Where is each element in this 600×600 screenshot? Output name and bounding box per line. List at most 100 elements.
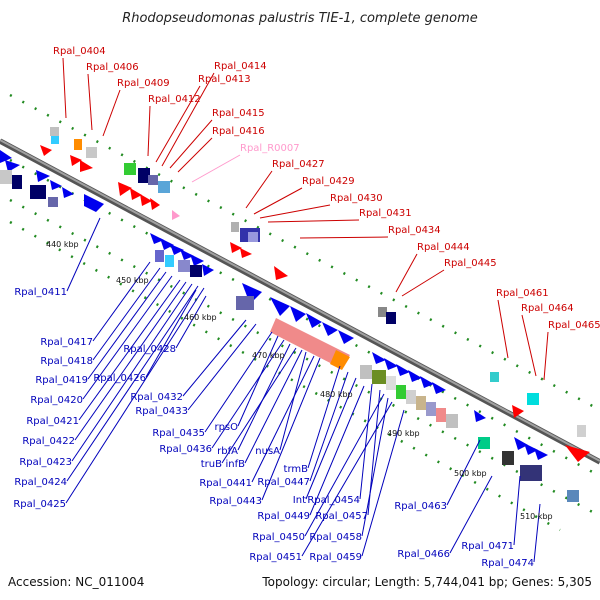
gene-arrow — [5, 160, 20, 172]
gene-label-rpal-0443[interactable]: Rpal_0443 — [209, 496, 262, 507]
leader-line-rpal-0427 — [245, 170, 273, 209]
gene-label-rpal-0411[interactable]: Rpal_0411 — [14, 287, 67, 298]
gene-box — [520, 465, 542, 481]
gene-box — [527, 393, 539, 405]
gene-label-rpal-0451[interactable]: Rpal_0451 — [249, 552, 302, 563]
gene-label-rpal-0425[interactable]: Rpal_0425 — [13, 499, 66, 510]
gene-box — [124, 163, 136, 175]
gene-arrow — [140, 194, 152, 206]
gene-label-rpal-0414[interactable]: Rpal_0414 — [214, 61, 267, 72]
gene-label-rpal-0434[interactable]: Rpal_0434 — [388, 225, 441, 236]
gene-label-rpal-0421[interactable]: Rpal_0421 — [26, 416, 79, 427]
gene-label-trub[interactable]: truB — [201, 459, 222, 470]
gene-label-rpal-0433[interactable]: Rpal_0433 — [135, 406, 188, 417]
gene-arrow — [80, 160, 93, 172]
genome-summary-text: Topology: circular; Length: 5,744,041 bp… — [261, 575, 592, 589]
gene-label-nusa[interactable]: nusA — [255, 446, 280, 457]
gene-label-rpal-0416[interactable]: Rpal_0416 — [212, 126, 265, 137]
leader-line-rpal-0430 — [259, 204, 331, 219]
gene-label-rpal-0409[interactable]: Rpal_0409 — [117, 78, 170, 89]
gene-box — [178, 260, 190, 272]
leader-line-rpal-0435 — [204, 331, 273, 433]
gene-label-rpal-0461[interactable]: Rpal_0461 — [496, 288, 549, 299]
gene-label-rpal-r0007[interactable]: Rpal_R0007 — [240, 143, 300, 154]
leader-line-rpal-0451 — [301, 401, 393, 557]
gene-box — [478, 437, 490, 449]
leader-line-rpal-0415 — [169, 119, 213, 169]
leader-line-rpal-0441 — [251, 355, 315, 483]
gene-label-rpal-0441[interactable]: Rpal_0441 — [199, 478, 252, 489]
gene-label-rpal-0420[interactable]: Rpal_0420 — [30, 395, 83, 406]
gene-arrow — [408, 370, 422, 382]
gene-arrow — [150, 198, 160, 210]
leader-line-rpal-0459 — [361, 409, 405, 557]
kbp-label-490-kbp: 490 kbp — [387, 429, 420, 438]
gene-box — [158, 181, 170, 193]
gene-label-rpal-0436[interactable]: Rpal_0436 — [159, 444, 212, 455]
gene-label-rpal-0423[interactable]: Rpal_0423 — [19, 457, 72, 468]
gene-label-rpal-0465[interactable]: Rpal_0465 — [548, 320, 600, 331]
gene-label-rpal-0431[interactable]: Rpal_0431 — [359, 208, 412, 219]
gene-label-rpal-0418[interactable]: Rpal_0418 — [40, 356, 93, 367]
gene-label-rpal-0413[interactable]: Rpal_0413 — [198, 74, 251, 85]
gene-box — [190, 265, 202, 277]
gene-label-rpal-0432[interactable]: Rpal_0432 — [130, 392, 183, 403]
gene-label-rpal-0463[interactable]: Rpal_0463 — [394, 501, 447, 512]
gene-arrow — [0, 150, 12, 163]
gene-arrow — [512, 405, 524, 418]
gene-label-rpal-0404[interactable]: Rpal_0404 — [53, 46, 106, 57]
gene-box — [86, 147, 97, 158]
gene-label-rpal-0435[interactable]: Rpal_0435 — [152, 428, 205, 439]
gene-arrow — [474, 410, 486, 422]
gene-label-rpal-0464[interactable]: Rpal_0464 — [521, 303, 574, 314]
gene-arrow — [514, 437, 528, 450]
gene-label-rpal-0428[interactable]: Rpal_0428 — [123, 344, 176, 355]
gene-label-rpso[interactable]: rpsO — [214, 422, 238, 433]
gene-label-rpal-0422[interactable]: Rpal_0422 — [22, 436, 75, 447]
gene-label-rpal-0406[interactable]: Rpal_0406 — [86, 62, 139, 73]
gene-box — [490, 372, 499, 382]
gene-label-rpal-0445[interactable]: Rpal_0445 — [444, 258, 497, 269]
gene-box — [165, 255, 174, 267]
gene-label-rpal-0457[interactable]: Rpal_0457 — [315, 511, 368, 522]
leader-line-rpal-0423 — [71, 283, 193, 462]
gene-label-rbfa[interactable]: rbfA — [217, 446, 238, 457]
gene-label-rpal-0458[interactable]: Rpal_0458 — [309, 532, 362, 543]
gene-arrow — [242, 283, 262, 304]
gene-arrow — [524, 443, 538, 455]
gene-label-rpal-0474[interactable]: Rpal_0474 — [481, 558, 534, 569]
leader-line-rpal-0426 — [145, 289, 197, 378]
gene-arrow — [240, 248, 252, 258]
gene-label-rpal-0424[interactable]: Rpal_0424 — [14, 477, 67, 488]
gene-label-int[interactable]: Int — [293, 495, 306, 506]
leader-line-rpal-0434 — [299, 236, 389, 239]
gene-label-trmb[interactable]: trmB — [284, 464, 309, 475]
gene-label-rpal-0450[interactable]: Rpal_0450 — [252, 532, 305, 543]
gene-box — [436, 408, 446, 422]
gene-label-rpal-0415[interactable]: Rpal_0415 — [212, 108, 265, 119]
gene-arrow — [270, 297, 290, 316]
gene-label-rpal-0459[interactable]: Rpal_0459 — [309, 552, 362, 563]
gene-label-rpal-0427[interactable]: Rpal_0427 — [272, 159, 325, 170]
leader-line-rpal-0432 — [182, 319, 247, 397]
gene-label-rpal-0466[interactable]: Rpal_0466 — [397, 549, 450, 560]
gene-label-infb[interactable]: infB — [226, 459, 246, 470]
gene-label-rpal-0430[interactable]: Rpal_0430 — [330, 193, 383, 204]
gene-label-rpal-0471[interactable]: Rpal_0471 — [461, 541, 514, 552]
gene-label-rpal-0417[interactable]: Rpal_0417 — [40, 337, 93, 348]
leader-line-rpal-0433 — [187, 323, 257, 411]
leader-line-nusa — [279, 351, 307, 451]
leader-line-rpal-0471 — [513, 475, 521, 546]
gene-arrow — [190, 254, 204, 266]
gene-label-rpal-0454[interactable]: Rpal_0454 — [307, 495, 360, 506]
gene-label-rpal-0447[interactable]: Rpal_0447 — [257, 477, 310, 488]
gene-label-rpal-0419[interactable]: Rpal_0419 — [35, 375, 88, 386]
gene-label-rpal-0444[interactable]: Rpal_0444 — [417, 242, 470, 253]
gene-label-rpal-0429[interactable]: Rpal_0429 — [302, 176, 355, 187]
gene-label-rpal-0412[interactable]: Rpal_0412 — [148, 94, 201, 105]
leader-line-infb — [244, 349, 303, 464]
gene-label-rpal-0426[interactable]: Rpal_0426 — [93, 373, 146, 384]
gene-box — [138, 168, 150, 183]
gene-arrow — [396, 364, 410, 376]
gene-label-rpal-0449[interactable]: Rpal_0449 — [257, 511, 310, 522]
